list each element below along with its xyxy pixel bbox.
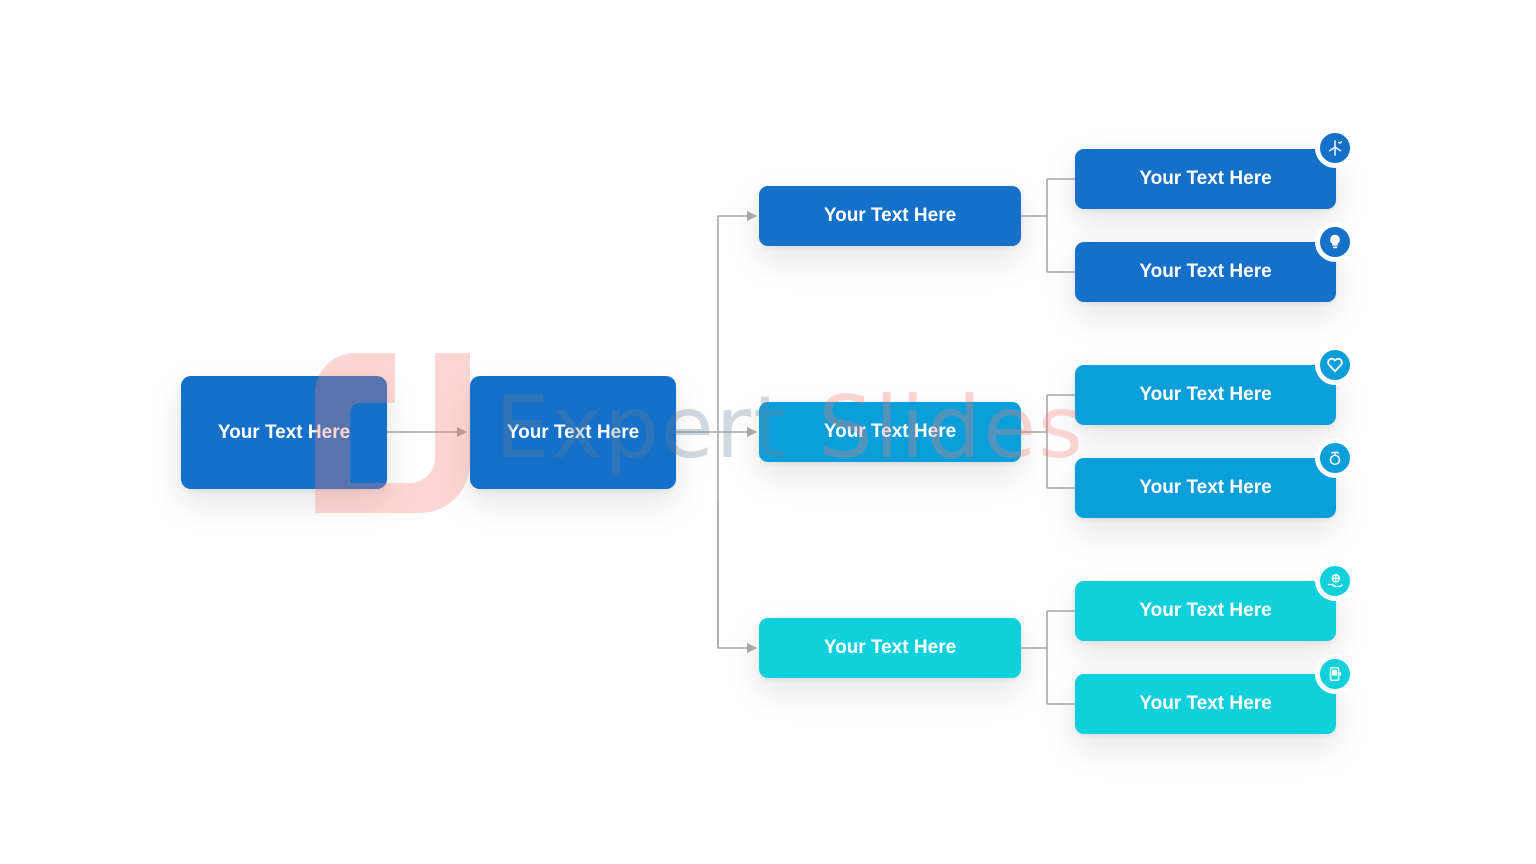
branch-node-1: Your Text Here: [759, 186, 1021, 246]
root-node: Your Text Here: [181, 376, 387, 489]
leaf-node-1-1-label: Your Text Here: [1139, 168, 1272, 189]
wind-turbine-icon: [1315, 128, 1355, 168]
connector-to-branch-3: [717, 500, 757, 653]
leaf-node-2-1-label: Your Text Here: [1139, 384, 1272, 405]
leaf-node-2-2-label: Your Text Here: [1139, 477, 1272, 498]
leaf-node-2-2: Your Text Here: [1075, 458, 1336, 518]
lightbulb-icon: [1315, 222, 1355, 262]
root-node-label: Your Text Here: [217, 421, 351, 443]
branch-node-1-label: Your Text Here: [823, 205, 957, 226]
phone-battery-icon: [1315, 654, 1355, 694]
hand-globe-icon: [1315, 561, 1355, 601]
connector-branch-3-leaves: [1021, 610, 1075, 705]
second-node: Your Text Here: [470, 376, 676, 489]
leaf-node-3-1-label: Your Text Here: [1139, 600, 1272, 621]
leaf-node-2-1: Your Text Here: [1075, 365, 1336, 425]
branch-node-2-label: Your Text Here: [823, 421, 957, 442]
branch-node-2: Your Text Here: [759, 402, 1021, 462]
leaf-node-3-1: Your Text Here: [1075, 581, 1336, 641]
plant-bulb-icon: [1315, 438, 1355, 478]
branch-node-3: Your Text Here: [759, 618, 1021, 678]
leaf-node-1-2: Your Text Here: [1075, 242, 1336, 302]
leaf-node-3-2: Your Text Here: [1075, 674, 1336, 734]
leaf-node-1-2-label: Your Text Here: [1139, 261, 1272, 282]
heart-leaf-icon: [1315, 345, 1355, 385]
connector-branch-1-leaves: [1021, 178, 1075, 273]
branch-node-3-label: Your Text Here: [823, 637, 957, 658]
second-node-label: Your Text Here: [506, 421, 640, 443]
leaf-node-1-1: Your Text Here: [1075, 149, 1336, 209]
connector-branch-2-leaves: [1021, 394, 1075, 489]
leaf-node-3-2-label: Your Text Here: [1139, 693, 1272, 714]
